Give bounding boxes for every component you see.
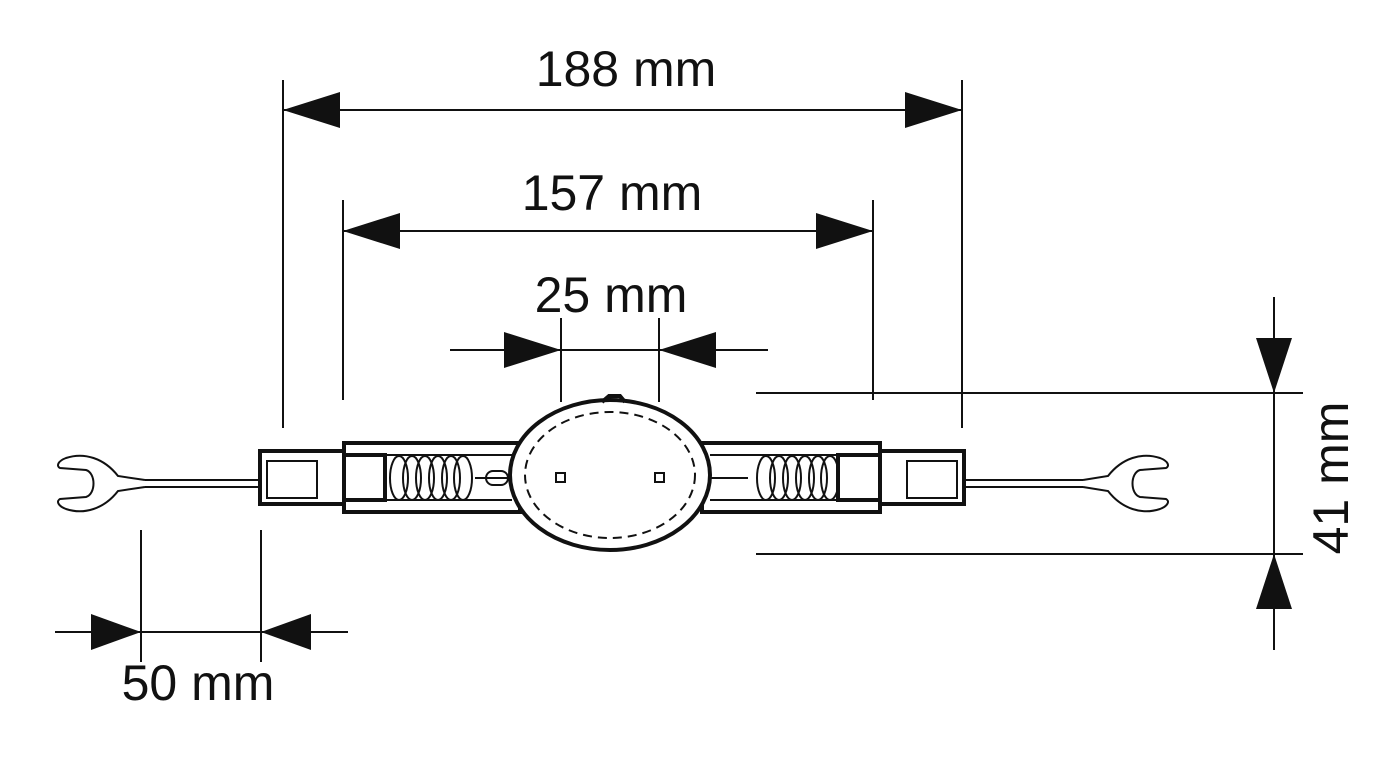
arrowhead-left-50 [91,614,141,650]
left-cap-outer [258,449,346,506]
bulb-inner-dashed [524,411,696,539]
arrowhead-right-188 [905,92,962,128]
arrowhead-right-25 [659,332,716,368]
right-cap-outer [878,449,966,506]
right-base [700,441,882,514]
arrowhead-bottom-41 [1256,554,1292,609]
arrowhead-right-50 [261,614,311,650]
dimension-41: 41 mm [756,297,1359,650]
dimension-157: 157 mm [342,165,874,400]
left-base [342,441,522,514]
right-electrode-point [654,472,665,483]
lamp [57,394,1169,552]
arrowhead-left-157 [343,213,400,249]
label-188: 188 mm [536,41,717,97]
label-50: 50 mm [122,655,275,711]
arrowhead-right-157 [816,213,873,249]
bulb-tip [600,394,627,404]
left-fork-terminal [57,454,146,513]
arrowhead-left-25 [504,332,561,368]
right-lead [965,454,1169,513]
right-base-collar [836,453,880,502]
arrowhead-left-188 [283,92,340,128]
left-cap [258,449,346,506]
arrowhead-top-41 [1256,338,1292,393]
left-electrode-tip [485,470,509,486]
label-157: 157 mm [522,165,703,221]
left-coil-spring [389,455,473,501]
left-base-outer [342,441,522,514]
right-cap [878,449,966,506]
left-cap-inner [266,460,318,499]
dimension-50: 50 mm [55,530,348,711]
bulb [508,394,712,552]
dimension-25: 25 mm [450,267,768,402]
dimension-188: 188 mm [282,41,963,428]
left-electrode-point [555,472,566,483]
label-25: 25 mm [535,267,688,323]
bulb-outer [508,398,712,552]
left-lead [57,454,260,513]
right-cap-inner [906,460,958,499]
right-fork-terminal [1082,454,1169,513]
label-41: 41 mm [1303,402,1359,555]
right-coil-spring [756,455,840,501]
left-base-collar [344,453,387,502]
